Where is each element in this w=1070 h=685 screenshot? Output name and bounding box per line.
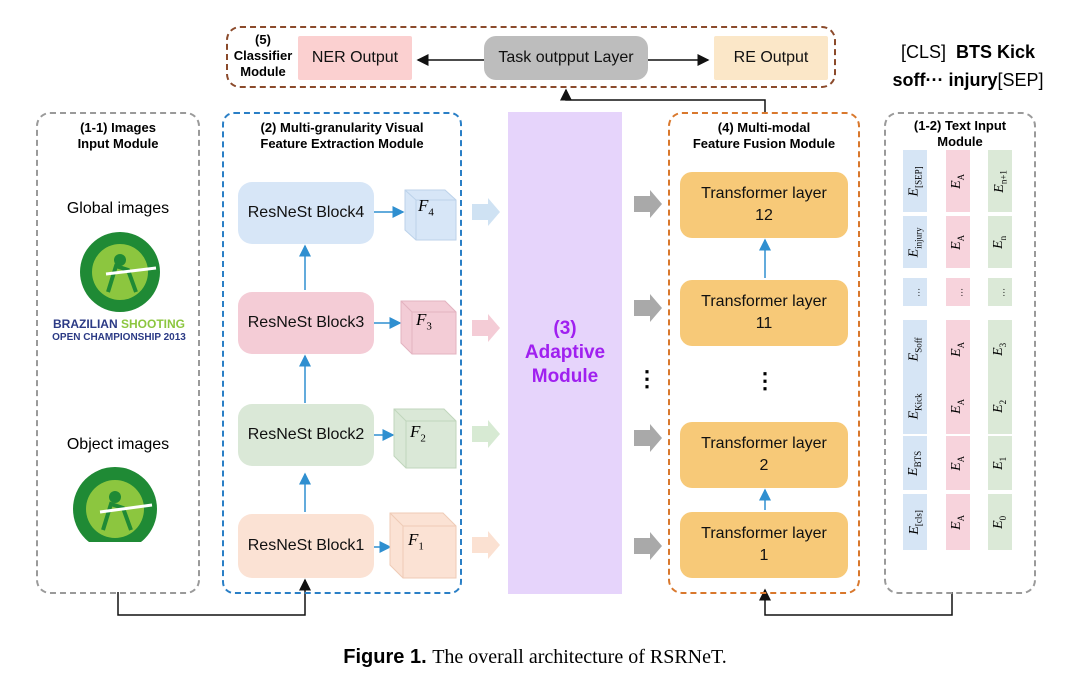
resnest-block1: ResNeSt Block1 [238,514,374,578]
adaptive-dots: ⋮ [636,366,658,391]
arrow-text-to-fusion [759,588,953,616]
resnest-block4: ResNeSt Block4 [238,182,374,244]
sample-words-1: BTS Kick [956,42,1036,62]
figure-caption: Figure 1. The overall architecture of RS… [0,646,1070,669]
flow-arrow-f1 [472,531,500,559]
feature-cube-f3 [400,300,457,355]
embedding-pos-row-0: En+1 [988,150,1012,212]
images-module-title: (1-1) Images Input Module [77,120,159,151]
adaptive-title-1: Adaptive [524,342,606,363]
feature-cube-f2 [393,408,457,469]
resnest-block3: ResNeSt Block3 [238,292,374,354]
embedding-seg-row-6: EA [946,494,970,550]
classifier-module-title: (5) Classifier Module [233,32,293,79]
adaptive-number: (3) [553,318,577,339]
ner-output-box: NER Output [298,36,412,80]
global-images-label: Global images [66,200,170,217]
embedding-pos-row-6: E0 [988,494,1012,550]
flow-arrow-out-1 [634,190,662,218]
feature-f3-label: F3 [416,310,432,333]
images-input-module [36,112,200,594]
flow-arrow-f3 [472,314,500,342]
classifier-module-box [226,26,836,88]
task-output-layer: Task outpput Layer [484,36,648,80]
embedding-seg-row-5: EA [946,436,970,490]
embedding-tok-row-2: ··· [903,278,927,306]
flow-arrow-f4 [472,198,500,226]
embedding-tok-row-0: E[SEP] [903,150,927,212]
sep-token: [SEP] [997,70,1044,90]
object-images-label: Object images [66,436,170,453]
text-sample: [CLS] BTS Kick soff··· injury[SEP] [878,38,1058,94]
feature-f1-label: F1 [408,530,424,553]
embedding-seg-row-3: EA [946,320,970,378]
embedding-seg-row-2: ··· [946,278,970,306]
arrow-fusion-to-task [560,88,766,112]
fusion-module [668,112,860,594]
feature-f4-label: F4 [418,196,434,219]
object-image-logo [73,467,157,542]
adaptive-title-2: Module [531,366,599,387]
flow-arrow-f2 [472,420,500,448]
caption-text: The overall architecture of RSRNeT. [432,646,727,668]
embedding-seg-row-0: EA [946,150,970,212]
feature-cube-f4 [404,189,457,241]
fusion-module-title: (4) Multi-modal Feature Fusion Module [692,120,836,151]
embedding-tok-row-4: EKick [903,378,927,434]
embedding-seg-row-1: EA [946,216,970,268]
global-image-logo [80,232,160,312]
cls-token: [CLS] [900,42,946,62]
fusion-dots: ⋮ [754,368,776,393]
flow-arrow-out-4 [634,532,662,560]
text-input-module [884,112,1036,594]
flow-arrow-out-2 [634,294,662,322]
embedding-tok-row-1: Einjury [903,216,927,268]
embedding-pos-row-1: En [988,216,1012,268]
re-output-box: RE Output [714,36,828,80]
sample-words-2: soff··· injury [892,70,998,90]
embedding-pos-row-4: E2 [988,378,1012,434]
text-module-title: (1-2) Text Input Module [913,118,1007,149]
feature-cube-f1 [389,512,457,579]
feature-f2-label: F2 [410,422,426,445]
resnest-block2: ResNeSt Block2 [238,404,374,466]
caption-label: Figure 1. [343,646,427,668]
flow-arrow-out-3 [634,424,662,452]
visual-feature-module [222,112,462,594]
embedding-pos-row-5: E1 [988,436,1012,490]
embedding-pos-row-2: ··· [988,278,1012,306]
arrow-images-to-blocks [117,578,311,616]
embedding-seg-row-4: EA [946,378,970,434]
adaptive-module: (3) Adaptive Module [508,112,622,594]
visual-module-title: (2) Multi-granularity Visual Feature Ext… [260,120,424,151]
embedding-tok-row-3: ESoff [903,320,927,378]
embedding-pos-row-3: E3 [988,320,1012,378]
embedding-tok-row-5: EBTS [903,436,927,490]
embedding-tok-row-6: E[cls] [903,494,927,550]
global-image-caption: BRAZILIAN SHOOTING OPEN CHAMPIONSHIP 201… [52,317,186,343]
